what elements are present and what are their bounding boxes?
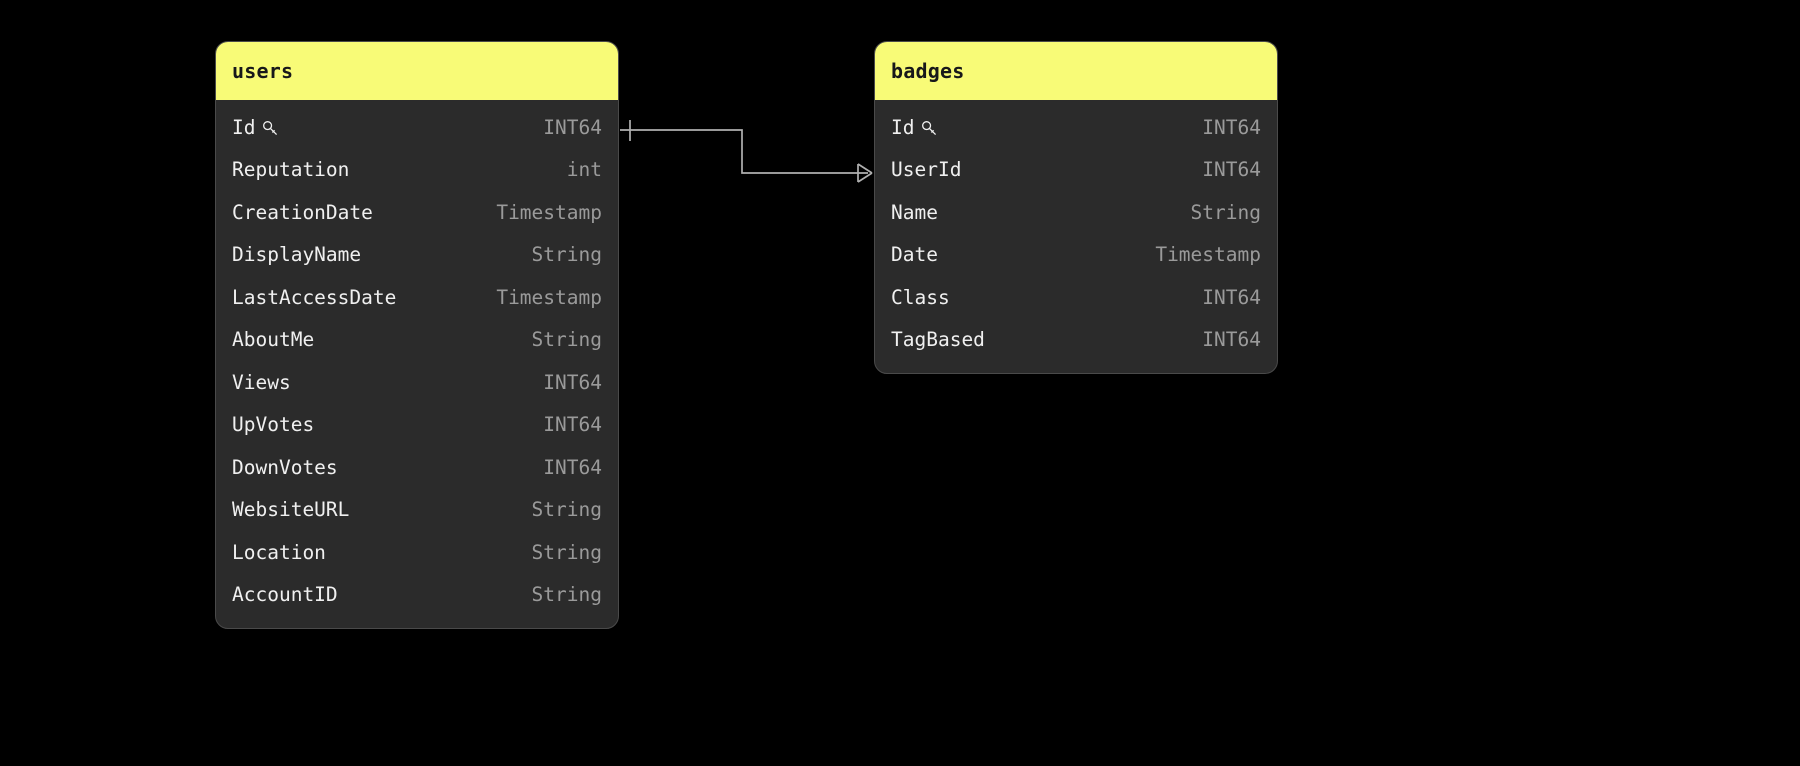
field-type: String xyxy=(531,243,602,267)
field-name: WebsiteURL xyxy=(232,498,350,522)
field-name: Views xyxy=(232,370,291,394)
field-row[interactable]: Id INT64 xyxy=(875,106,1277,149)
entity-field-list-badges: Id INT64 UserId INT64 Name S xyxy=(875,100,1277,373)
field-type: INT64 xyxy=(543,115,602,139)
field-type: Timestamp xyxy=(496,200,602,224)
field-row[interactable]: AccountID String xyxy=(216,574,618,617)
field-row[interactable]: Views INT64 xyxy=(216,361,618,404)
entity-card-badges[interactable]: badges Id INT64 UserId xyxy=(874,41,1278,374)
field-type: Timestamp xyxy=(496,285,602,309)
field-row[interactable]: UpVotes INT64 xyxy=(216,404,618,447)
field-type: Timestamp xyxy=(1155,243,1261,267)
field-row[interactable]: TagBased INT64 xyxy=(875,319,1277,362)
field-row[interactable]: LastAccessDate Timestamp xyxy=(216,276,618,319)
key-icon xyxy=(262,120,279,137)
field-row[interactable]: Date Timestamp xyxy=(875,234,1277,277)
entity-card-users[interactable]: users Id INT64 Reputation xyxy=(215,41,619,629)
field-type: String xyxy=(531,583,602,607)
entity-header-users[interactable]: users xyxy=(216,42,618,100)
field-name: AccountID xyxy=(232,583,338,607)
entity-title: users xyxy=(232,59,294,83)
field-row[interactable]: AboutMe String xyxy=(216,319,618,362)
field-row[interactable]: DownVotes INT64 xyxy=(216,446,618,489)
entity-title: badges xyxy=(891,59,965,83)
cardinality-many-marker-crows-foot xyxy=(857,163,873,183)
field-type: String xyxy=(1190,200,1261,224)
field-type: String xyxy=(531,498,602,522)
field-type: INT64 xyxy=(1202,158,1261,182)
field-row[interactable]: CreationDate Timestamp xyxy=(216,191,618,234)
field-name: Class xyxy=(891,285,950,309)
field-name: DownVotes xyxy=(232,455,338,479)
field-name: CreationDate xyxy=(232,200,373,224)
field-row[interactable]: Reputation int xyxy=(216,149,618,192)
field-type: INT64 xyxy=(543,413,602,437)
field-name: UserId xyxy=(891,158,962,182)
relationship-line-users-badges xyxy=(620,129,868,174)
field-type: INT64 xyxy=(1202,285,1261,309)
field-name: TagBased xyxy=(891,328,985,352)
field-row[interactable]: UserId INT64 xyxy=(875,149,1277,192)
key-icon xyxy=(921,120,938,137)
field-type: String xyxy=(531,540,602,564)
field-type: String xyxy=(531,328,602,352)
field-row[interactable]: Class INT64 xyxy=(875,276,1277,319)
field-name: Id xyxy=(891,116,938,139)
field-type: INT64 xyxy=(1202,115,1261,139)
field-type: INT64 xyxy=(543,455,602,479)
entity-field-list-users: Id INT64 Reputation int CreationDate xyxy=(216,100,618,628)
field-name: Date xyxy=(891,243,938,267)
field-row[interactable]: DisplayName String xyxy=(216,234,618,277)
field-type: INT64 xyxy=(1202,328,1261,352)
field-name: LastAccessDate xyxy=(232,285,397,309)
field-name: Id xyxy=(232,116,279,139)
field-row[interactable]: Id INT64 xyxy=(216,106,618,149)
field-type: int xyxy=(566,158,602,182)
field-name: UpVotes xyxy=(232,413,315,437)
field-row[interactable]: WebsiteURL String xyxy=(216,489,618,532)
field-row[interactable]: Name String xyxy=(875,191,1277,234)
field-name: Name xyxy=(891,200,938,224)
field-name: Reputation xyxy=(232,158,350,182)
field-name: DisplayName xyxy=(232,243,362,267)
field-type: INT64 xyxy=(543,370,602,394)
field-name: AboutMe xyxy=(232,328,315,352)
field-row[interactable]: Location String xyxy=(216,531,618,574)
entity-header-badges[interactable]: badges xyxy=(875,42,1277,100)
field-name: Location xyxy=(232,540,326,564)
